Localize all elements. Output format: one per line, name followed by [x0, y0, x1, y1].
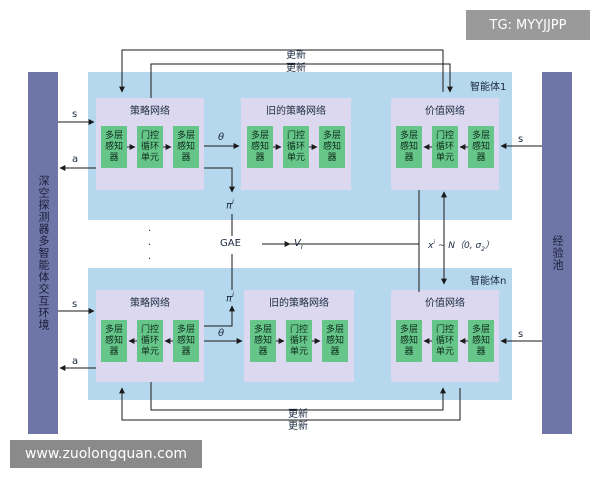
- v-label: Vi: [294, 238, 303, 251]
- ellipsis-dot-3: ·: [148, 254, 152, 265]
- a1-policy-to-pi: [204, 167, 235, 193]
- an-value-mlp-left: 多层 感知 器: [396, 320, 422, 362]
- a1-policy-mlp-left: 多层 感知 器: [101, 126, 127, 168]
- update-loop-inner-top: [150, 63, 453, 98]
- an-theta-label: θ: [218, 328, 225, 339]
- watermark-top: TG: MYYJJPP: [466, 10, 590, 40]
- an-policy-mlp-left: 多层 感知 器: [101, 320, 127, 362]
- a1-a-label: a: [72, 154, 79, 165]
- agent-1-label: 智能体1: [470, 82, 507, 93]
- update-label-2: 更新: [286, 63, 306, 74]
- a1-theta-label: θ: [218, 132, 225, 143]
- update-loop-outer-top: [119, 49, 444, 93]
- an-old-mlp-left: 多层 感知 器: [250, 320, 276, 362]
- an-policy-mlp-right: 多层 感知 器: [173, 320, 199, 362]
- value-to-gae: [264, 190, 420, 245]
- a1-old-gru: 门控 循环 单元: [283, 126, 309, 168]
- agent-n-label: 智能体n: [470, 276, 507, 287]
- update-loop-inner-bottom: [150, 382, 446, 411]
- agent-1-old-policy-title: 旧的策略网络: [266, 106, 326, 117]
- an-old-mlp-right: 多层 感知 器: [322, 320, 348, 362]
- experience-pool-bar: 经验池: [542, 72, 572, 434]
- an-s-label: s: [72, 299, 78, 310]
- agent-n-policy-title: 策略网络: [130, 298, 170, 309]
- environment-label: 深空探测器多智能体交互环境: [37, 175, 50, 331]
- a1-old-mlp-right: 多层 感知 器: [319, 126, 345, 168]
- a1-value-gru: 门控 循环 单元: [432, 126, 458, 168]
- a1-s-label: s: [72, 109, 78, 120]
- agent-n-value-title: 价值网络: [425, 298, 465, 309]
- update-label-1: 更新: [286, 50, 306, 61]
- update-label-4: 更新: [288, 421, 308, 432]
- agent-1-policy-title: 策略网络: [130, 106, 170, 117]
- an-value-mlp-right: 多层 感知 器: [468, 320, 494, 362]
- a1-pool-s-label: s: [518, 134, 524, 145]
- agent-1-value-title: 价值网络: [425, 106, 465, 117]
- a1-policy-mlp-right: 多层 感知 器: [173, 126, 199, 168]
- update-loop-outer-bottom: [119, 387, 461, 421]
- experience-pool-label: 经验池: [551, 235, 564, 271]
- an-old-gru: 门控 循环 单元: [286, 320, 312, 362]
- a1-old-mlp-left: 多层 感知 器: [247, 126, 273, 168]
- a1-value-mlp-left: 多层 感知 器: [396, 126, 422, 168]
- a1-pi-label: πi: [226, 198, 234, 212]
- ellipsis-dot-2: ·: [148, 240, 152, 251]
- an-pool-s-label: s: [518, 329, 524, 340]
- an-value-gru: 门控 循环 单元: [432, 320, 458, 362]
- ellipsis-dot-1: ·: [148, 226, 152, 237]
- an-policy-to-pi: [204, 305, 235, 327]
- an-a-label: a: [72, 356, 79, 367]
- noise-label: xi ~ N（0, σ2）: [428, 239, 494, 253]
- a1-policy-gru: 门控 循环 单元: [137, 126, 163, 168]
- a1-value-mlp-right: 多层 感知 器: [468, 126, 494, 168]
- agent-n-old-policy-title: 旧的策略网络: [269, 298, 329, 309]
- watermark-bottom: www.zuolongquan.com: [10, 440, 202, 468]
- an-pi-label: πi: [226, 291, 234, 305]
- update-label-3: 更新: [288, 409, 308, 420]
- gae-label: GAE: [220, 238, 241, 249]
- environment-bar: 深空探测器多智能体交互环境: [28, 72, 58, 434]
- an-policy-gru: 门控 循环 单元: [137, 320, 163, 362]
